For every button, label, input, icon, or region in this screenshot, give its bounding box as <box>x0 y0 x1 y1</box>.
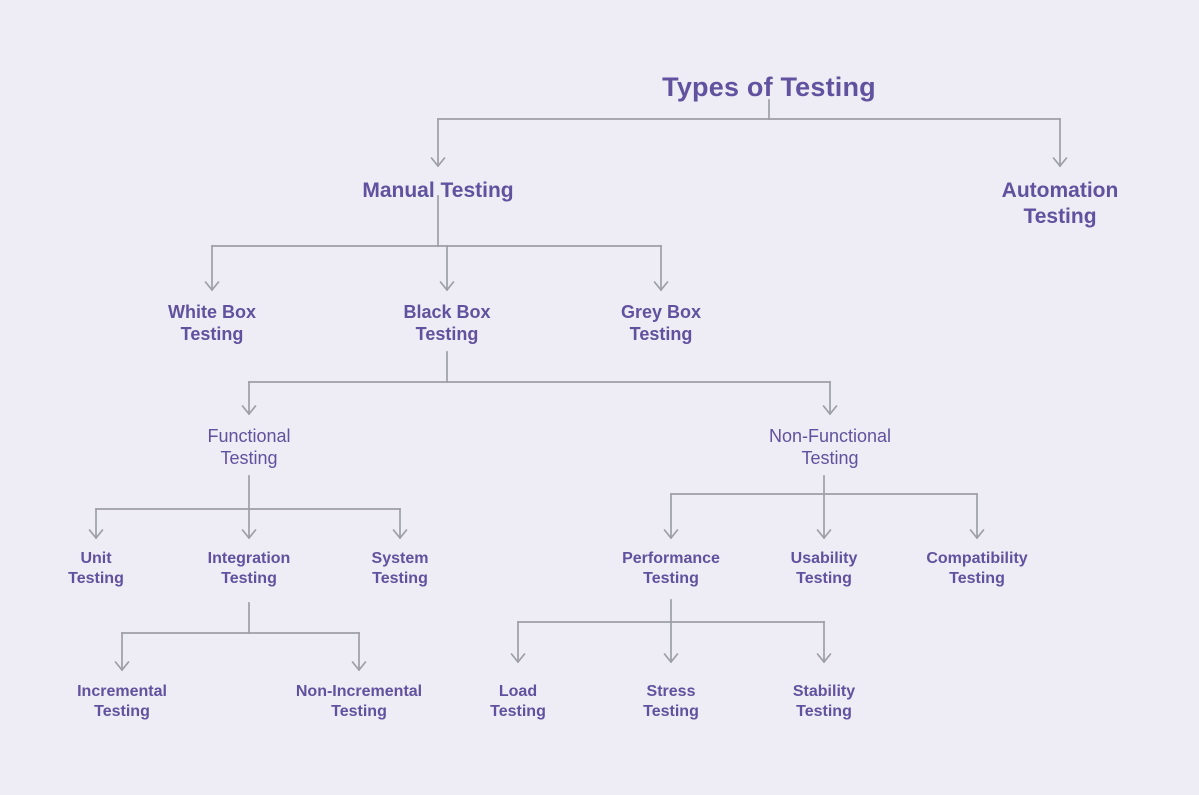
arrowhead-icon <box>510 653 526 663</box>
arrowhead-icon <box>114 661 130 671</box>
arrowhead-icon <box>969 529 985 539</box>
node-stress: Stress Testing <box>643 683 699 720</box>
arrowhead-icon <box>241 405 257 415</box>
diagram-title: Types of Testing <box>662 72 876 102</box>
arrowhead-icon <box>392 529 408 539</box>
arrowhead-icon <box>204 281 220 291</box>
node-performance: Performance Testing <box>622 550 720 587</box>
node-non-incremental: Non-Incremental Testing <box>295 683 423 720</box>
arrowhead-icon <box>816 653 832 663</box>
node-unit: Unit Testing <box>68 550 124 587</box>
node-stability: Stability Testing <box>792 683 856 720</box>
node-grey-box: Grey Box Testing <box>620 302 702 344</box>
node-manual: Manual Testing <box>362 179 514 202</box>
node-white-box: White Box Testing <box>168 302 256 344</box>
arrowhead-icon <box>822 405 838 415</box>
arrowhead-icon <box>439 281 455 291</box>
node-functional: Functional Testing <box>207 426 291 468</box>
arrowhead-icon <box>663 529 679 539</box>
arrowhead-icon <box>241 529 257 539</box>
arrowhead-icon <box>816 529 832 539</box>
arrowhead-icon <box>1052 157 1068 167</box>
node-usability: Usability Testing <box>790 550 858 587</box>
node-incremental: Incremental Testing <box>77 683 167 720</box>
node-integration: Integration Testing <box>207 550 291 587</box>
node-compatibility: Compatibility Testing <box>926 550 1028 587</box>
arrowhead-icon <box>88 529 104 539</box>
arrowhead-icon <box>430 157 446 167</box>
node-automation: Automation Testing <box>1001 179 1119 228</box>
node-load: Load Testing <box>490 683 546 720</box>
arrowhead-icon <box>653 281 669 291</box>
arrowhead-icon <box>351 661 367 671</box>
node-non-functional: Non-Functional Testing <box>768 426 892 468</box>
node-system: System Testing <box>371 550 429 587</box>
node-black-box: Black Box Testing <box>403 302 491 344</box>
arrowhead-icon <box>663 653 679 663</box>
